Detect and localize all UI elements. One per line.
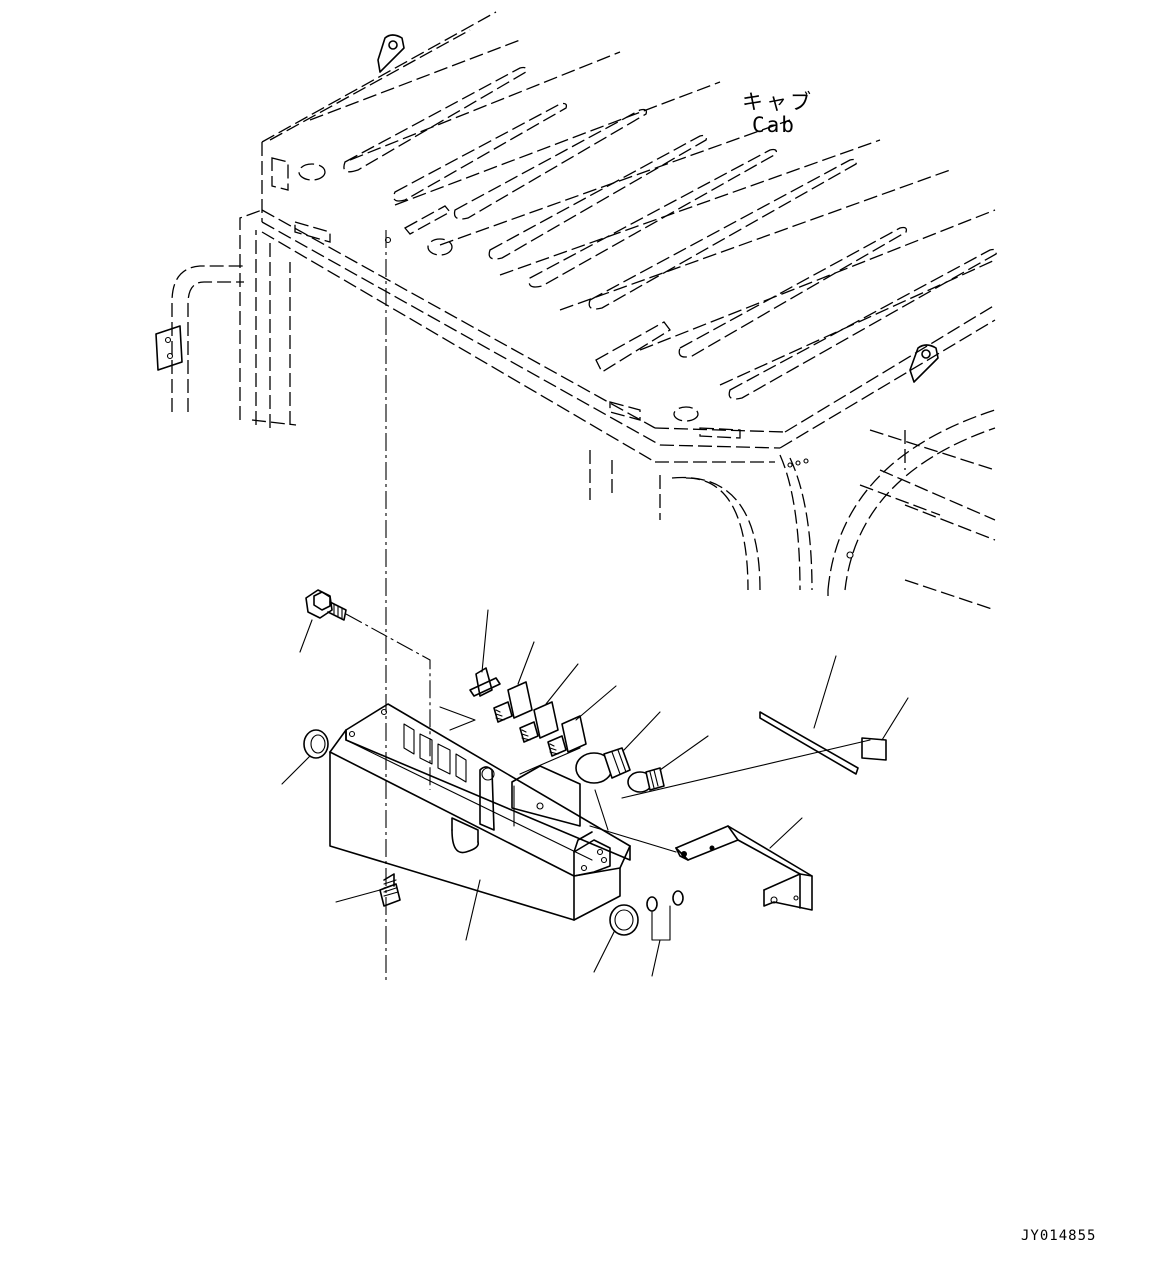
cab-frame bbox=[155, 209, 996, 980]
caution-plate bbox=[861, 697, 909, 761]
connector-1 bbox=[469, 609, 501, 697]
washers bbox=[646, 890, 684, 977]
mounting-bracket bbox=[675, 817, 813, 911]
switch-box bbox=[329, 703, 631, 941]
bolt-lower bbox=[335, 873, 401, 907]
lamp-bulb bbox=[575, 711, 661, 784]
flange-bolt-upper bbox=[299, 589, 347, 653]
cab-label-english: Cab bbox=[752, 113, 796, 137]
connector-4 bbox=[547, 685, 617, 757]
cab-roof bbox=[261, 11, 998, 463]
lamp-socket bbox=[627, 735, 709, 793]
seal-strip bbox=[759, 655, 859, 775]
grommet-front bbox=[593, 904, 639, 973]
cab-label-japanese: キャブ bbox=[742, 90, 814, 114]
drawing-number: JY014855 bbox=[1021, 1228, 1097, 1244]
connector-2 bbox=[493, 641, 535, 723]
connector-3 bbox=[519, 663, 579, 743]
grommet-left bbox=[281, 729, 329, 785]
